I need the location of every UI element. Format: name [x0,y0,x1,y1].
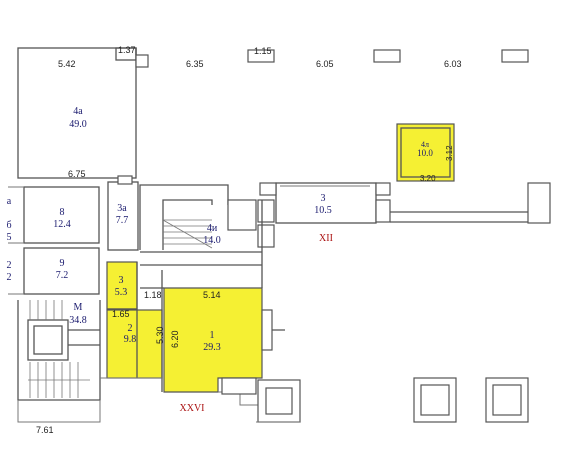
dimension-label: 1.37 [118,45,136,55]
edge-label: б [6,220,11,231]
dimension-label: 6.03 [444,59,462,69]
room-number: 8 [60,207,65,218]
dimension-label: 1.65 [112,309,130,319]
axis-markers: XII XXVI [180,233,333,414]
dimension-label: 6.35 [186,59,204,69]
edge-label: 2 [7,260,12,271]
dimension-label: 7.61 [36,425,54,435]
dimension-label: 3.12 [445,145,454,161]
room-area: 7.2 [56,270,69,281]
edge-labels: а б 5 2 2 [6,196,11,283]
edge-label: 2 [7,272,12,283]
dimension-labels: 1.37 1.15 5.42 6.35 6.05 6.03 6.75 3.12 … [36,45,462,435]
room-area: 34.8 [69,315,87,326]
dimension-label: 1.18 [144,290,162,300]
room-number: 4а [73,106,83,117]
edge-label: а [7,196,12,207]
axis-label: XII [319,233,333,244]
room-area: 29.3 [203,342,221,353]
room-3-fill [106,261,138,310]
dimension-label: 1.15 [254,46,272,56]
dimension-label: 6.20 [170,330,180,348]
room-labels: 4а 49.0 4л 10.0 3 10.5 8 12.4 3а 7.7 4и … [53,106,433,353]
dimension-label: 5.14 [203,290,221,300]
room-number: 3 [321,193,326,204]
room-area: 5.3 [115,287,128,298]
edge-label: 5 [7,232,12,243]
walls [8,47,551,423]
room-number: 4л [421,140,429,149]
room-number: 3 [119,275,124,286]
room-area: 14.0 [203,235,221,246]
axis-label: XXVI [180,403,205,414]
room-area: 49.0 [69,119,87,130]
room-number: 9 [60,258,65,269]
dimension-label: 6.75 [68,169,86,179]
room-number: 3а [117,203,127,214]
room-area: 12.4 [53,219,71,230]
room-area: 7.7 [116,215,129,226]
room-area: 9.8 [124,334,137,345]
stair-hatching [28,219,213,398]
room-2-fill [106,309,163,379]
dimension-label: 5.42 [58,59,76,69]
highlighted-premises [106,123,455,393]
dimension-label: 6.05 [316,59,334,69]
room-number: 1 [210,330,215,341]
dimension-label: 5.30 [155,326,165,344]
dimension-label: 3.20 [420,174,436,183]
room-area: 10.5 [314,205,332,216]
room-number: 4и [207,223,218,234]
room-area: 10.0 [417,148,433,158]
room-number: 2 [128,323,133,334]
room-number: М [74,302,83,313]
room-4l-fill [396,123,455,182]
